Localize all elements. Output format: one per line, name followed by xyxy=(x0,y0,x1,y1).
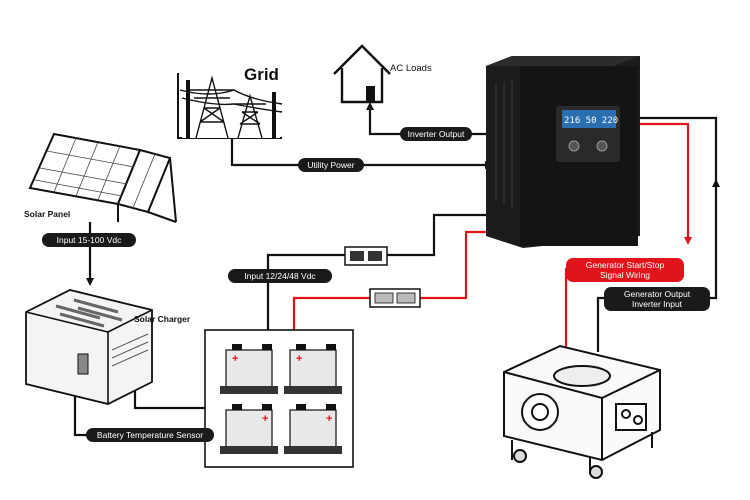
solar-charger-label: Solar Charger xyxy=(134,314,191,324)
grid-pylons xyxy=(177,73,283,139)
solar-charger-icon xyxy=(25,289,153,405)
inverter-setting-button xyxy=(596,140,608,152)
inverter-ac-input-wire xyxy=(640,116,718,182)
label-generator-start-stop: Generator Start/Stop Signal Wiring xyxy=(566,258,684,282)
inverter-battery-positive-wire xyxy=(420,230,500,300)
label-inverter-output: Inverter Output xyxy=(400,127,472,141)
label-input-battery: Input 12/24/48 Vdc xyxy=(228,269,332,283)
battery-3 xyxy=(225,409,273,449)
solar-panel-icon xyxy=(28,132,177,223)
inverter-battery-negative-wire xyxy=(387,213,500,257)
battery-1 xyxy=(225,349,273,389)
inverter-power-button xyxy=(568,140,580,152)
label-generator-output-text: Inverter Input xyxy=(632,299,683,309)
generator-icon xyxy=(503,344,661,479)
label-generator-start-stop-text: Generator Start/Stop xyxy=(586,260,665,270)
svg-text:+: + xyxy=(326,413,332,425)
house-outlet xyxy=(366,86,375,102)
label-input-solar: Input 15-100 Vdc xyxy=(42,233,136,247)
battery-bank: + + + + xyxy=(204,329,354,468)
label-inverter-output-text: Inverter Output xyxy=(408,129,465,139)
inverter-unit: 216 50 220 xyxy=(486,56,640,248)
inverter-lcd xyxy=(562,110,616,128)
utility-power-wire xyxy=(230,138,493,169)
connector-black xyxy=(344,246,388,266)
generator-start-stop-wire xyxy=(640,122,692,245)
label-generator-start-stop-text: Signal Wiring xyxy=(600,270,650,280)
label-generator-output-text: Generator Output xyxy=(624,289,691,299)
label-utility-power: Utility Power xyxy=(298,158,364,172)
label-utility-power-text: Utility Power xyxy=(307,160,354,170)
solar-panel-label: Solar Panel xyxy=(24,209,70,219)
grid-label: Grid xyxy=(244,65,279,84)
label-battery-temp-sensor: Battery Temperature Sensor xyxy=(86,428,214,442)
inverter-lcd-reading: 216 50 220 xyxy=(564,116,618,126)
label-input-battery-text: Input 12/24/48 Vdc xyxy=(244,271,316,281)
house-icon xyxy=(333,44,391,104)
battery-2 xyxy=(289,349,337,389)
battery-4 xyxy=(289,409,337,449)
label-generator-output: Generator Output Inverter Input xyxy=(604,287,710,311)
connector-red xyxy=(369,288,421,308)
svg-text:+: + xyxy=(232,353,238,365)
battery-negative-wire xyxy=(266,253,345,345)
label-input-solar-text: Input 15-100 Vdc xyxy=(57,235,122,245)
ac-loads-label: AC Loads xyxy=(390,63,432,74)
label-battery-temp-sensor-text: Battery Temperature Sensor xyxy=(97,430,203,440)
svg-text:+: + xyxy=(262,413,268,425)
svg-text:+: + xyxy=(296,353,302,365)
